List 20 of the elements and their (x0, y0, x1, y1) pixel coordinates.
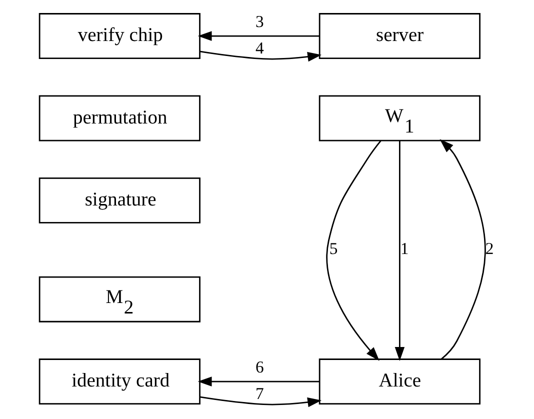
edge-label: 7 (256, 384, 264, 404)
node-box: verify chip (38, 13, 200, 60)
edge-label: 6 (256, 358, 264, 377)
edge-label: 2 (485, 239, 494, 258)
node-box: Alice (318, 358, 480, 405)
arrow (198, 376, 320, 386)
edge-label: 4 (256, 38, 264, 58)
node-box: identity card (38, 358, 200, 405)
arrow (200, 50, 322, 62)
node-box: signature (38, 177, 200, 224)
edge-label: 1 (400, 239, 409, 258)
node-box: permutation (38, 95, 200, 142)
edge-label: 5 (329, 239, 338, 258)
arrow (440, 139, 486, 360)
arrow (394, 140, 405, 362)
arrow (200, 396, 322, 408)
arrow (326, 140, 382, 361)
arrow (198, 31, 320, 41)
edge-label: 3 (256, 12, 264, 32)
node-box: server (318, 13, 480, 60)
